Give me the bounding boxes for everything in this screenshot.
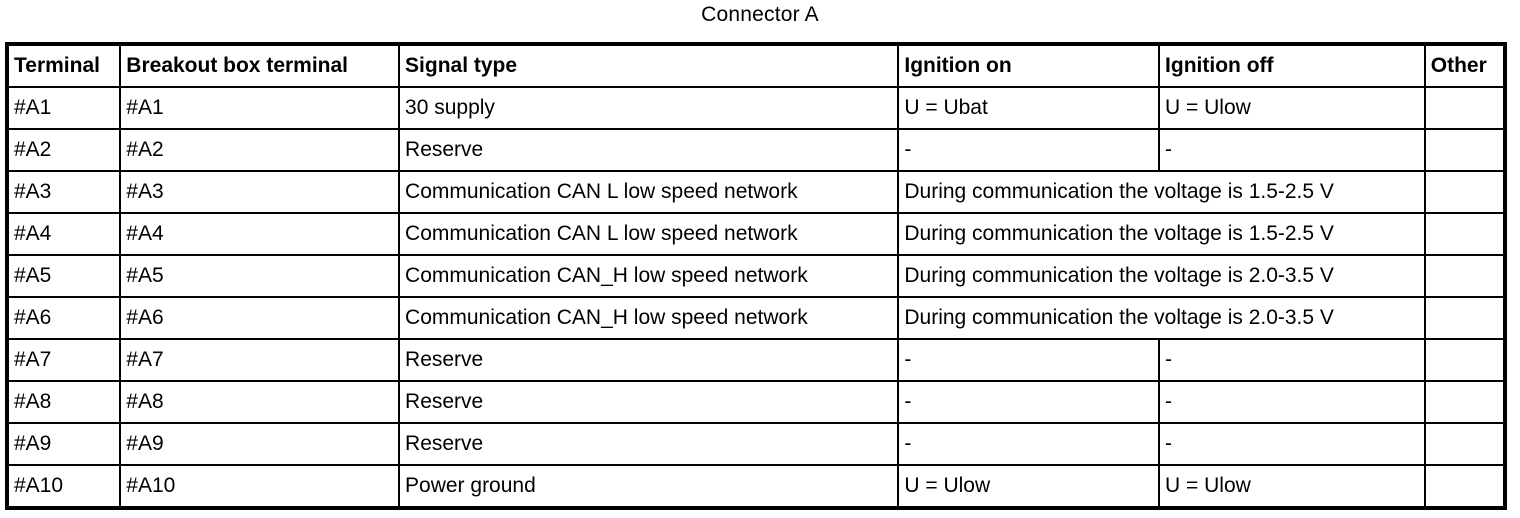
table-cell: U = Ulow bbox=[1158, 86, 1426, 130]
table-cell bbox=[1423, 254, 1507, 298]
table-cell: Power ground bbox=[398, 464, 900, 509]
table-cell: Communication CAN L low speed network bbox=[398, 212, 900, 256]
table-cell bbox=[1423, 380, 1507, 424]
table-cell: U = Ulow bbox=[897, 464, 1161, 509]
table-cell: Reserve bbox=[398, 380, 900, 424]
header-ignition-off: Ignition off bbox=[1158, 43, 1426, 88]
table-cell bbox=[1423, 338, 1507, 382]
table-cell: During communication the voltage is 1.5-… bbox=[897, 170, 1426, 214]
table-cell: #A4 bbox=[5, 212, 122, 256]
table-cell: Communication CAN_H low speed network bbox=[398, 254, 900, 298]
table-cell: - bbox=[1158, 422, 1426, 466]
table-cell: - bbox=[1158, 338, 1426, 382]
table-cell bbox=[1423, 212, 1507, 256]
table-cell: Reserve bbox=[398, 422, 900, 466]
table-cell: #A7 bbox=[5, 338, 122, 382]
table-cell: - bbox=[897, 338, 1161, 382]
table-cell: 30 supply bbox=[398, 86, 900, 130]
table-title: Connector A bbox=[701, 3, 819, 26]
table-cell bbox=[1423, 170, 1507, 214]
table-cell: Communication CAN_H low speed network bbox=[398, 296, 900, 340]
table-cell: During communication the voltage is 1.5-… bbox=[897, 212, 1426, 256]
table-cell: #A9 bbox=[119, 422, 401, 466]
table-cell: #A6 bbox=[5, 296, 122, 340]
table-cell: #A1 bbox=[5, 86, 122, 130]
table-cell bbox=[1423, 422, 1507, 466]
header-row: Terminal Breakout box terminal Signal ty… bbox=[5, 43, 1507, 88]
table-cell: #A2 bbox=[119, 128, 401, 172]
header-signal-type: Signal type bbox=[398, 43, 900, 88]
header-other: Other bbox=[1423, 43, 1507, 88]
table-cell: - bbox=[897, 128, 1161, 172]
table-cell: Communication CAN L low speed network bbox=[398, 170, 900, 214]
table-cell: #A4 bbox=[119, 212, 401, 256]
table-cell: #A10 bbox=[119, 464, 401, 509]
table-header: Terminal Breakout box terminal Signal ty… bbox=[5, 43, 1507, 88]
table-cell: During communication the voltage is 2.0-… bbox=[897, 254, 1426, 298]
table-cell: - bbox=[897, 380, 1161, 424]
header-breakout-box-terminal: Breakout box terminal bbox=[119, 43, 401, 88]
table-cell: #A8 bbox=[119, 380, 401, 424]
table-cell: #A1 bbox=[119, 86, 401, 130]
table-cell: #A5 bbox=[119, 254, 401, 298]
table-cell: #A8 bbox=[5, 380, 122, 424]
connector-pinout-table: Terminal Breakout box terminal Signal ty… bbox=[5, 42, 1507, 510]
table-cell bbox=[1423, 86, 1507, 130]
table-cell: #A10 bbox=[5, 464, 122, 509]
table-cell bbox=[1423, 128, 1507, 172]
header-ignition-on: Ignition on bbox=[897, 43, 1161, 88]
table-cell: #A2 bbox=[5, 128, 122, 172]
table-cell: During communication the voltage is 2.0-… bbox=[897, 296, 1426, 340]
table-cell: - bbox=[1158, 380, 1426, 424]
header-terminal: Terminal bbox=[5, 43, 122, 88]
table-cell: - bbox=[1158, 128, 1426, 172]
table-cell: - bbox=[897, 422, 1161, 466]
table-cell: Reserve bbox=[398, 338, 900, 382]
table-cell: #A5 bbox=[5, 254, 122, 298]
table-cell bbox=[1423, 464, 1507, 509]
table-cell bbox=[1423, 296, 1507, 340]
table-cell: U = Ubat bbox=[897, 86, 1161, 130]
table-cell: #A9 bbox=[5, 422, 122, 466]
table-cell: #A6 bbox=[119, 296, 401, 340]
table-cell: #A7 bbox=[119, 338, 401, 382]
table-cell: Reserve bbox=[398, 128, 900, 172]
table-cell: #A3 bbox=[5, 170, 122, 214]
table-cell: #A3 bbox=[119, 170, 401, 214]
table-cell: U = Ulow bbox=[1158, 464, 1426, 509]
